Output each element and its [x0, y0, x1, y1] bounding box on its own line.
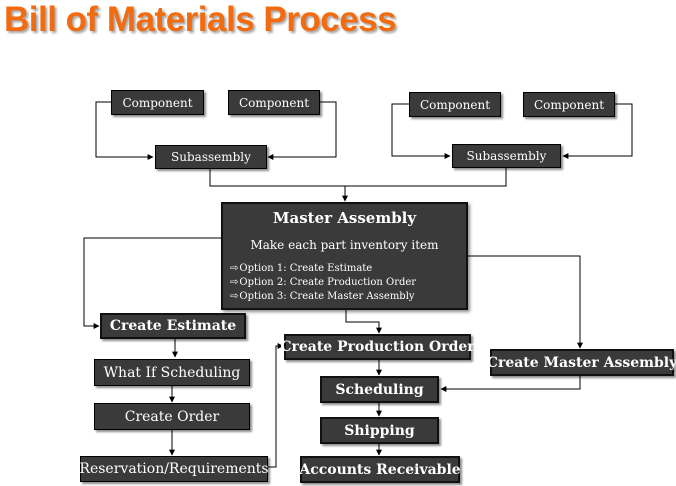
component-box-top-left-2: Component — [228, 90, 320, 115]
connector-reservation-to-production — [268, 343, 284, 468]
master-assembly-subtitle: Make each part inventory item — [250, 238, 439, 252]
connector-left-component-b — [267, 101, 337, 160]
master-assembly-options: ⇨Option 1: Create Estimate ⇨Option 2: Cr… — [230, 262, 416, 304]
master-assembly-box: Master Assembly Make each part inventory… — [221, 202, 468, 310]
option-item: ⇨Option 3: Create Master Assembly — [230, 290, 416, 304]
what-if-scheduling-box: What If Scheduling — [94, 359, 250, 386]
subassembly-box-left: Subassembly — [155, 145, 267, 169]
component-box-top-right-1: Component — [409, 92, 501, 117]
reservation-requirements-box: Reservation/Requirements — [79, 456, 269, 482]
option-item: ⇨Option 2: Create Production Order — [230, 276, 416, 290]
component-box-top-right-2: Component — [523, 92, 615, 117]
option-item: ⇨Option 1: Create Estimate — [230, 262, 416, 276]
right-arrow-icon: ⇨ — [230, 291, 239, 302]
create-production-order-box: Create Production Order — [280, 334, 475, 360]
scheduling-box: Scheduling — [320, 376, 439, 403]
connector-right-component-a — [391, 103, 451, 159]
create-estimate-box: Create Estimate — [100, 313, 246, 339]
connector-sub-to-master — [209, 168, 507, 187]
subassembly-box-right: Subassembly — [452, 144, 561, 168]
option-label: Option 3: Create Master Assembly — [239, 291, 415, 302]
shipping-box: Shipping — [320, 417, 439, 444]
connector-left-component-a — [95, 101, 154, 160]
connector-to-master-assembly — [468, 255, 583, 349]
right-arrow-icon: ⇨ — [230, 277, 239, 288]
create-order-box: Create Order — [94, 403, 250, 430]
connector-right-component-b — [562, 103, 633, 159]
connector-to-production — [345, 310, 382, 334]
connector-master-assembly-to-scheduling — [440, 376, 581, 392]
connector-to-estimate — [83, 237, 221, 329]
right-arrow-icon: ⇨ — [230, 263, 239, 274]
option-label: Option 1: Create Estimate — [239, 263, 373, 274]
create-master-assembly-box: Create Master Assembly — [487, 349, 676, 376]
master-assembly-title: Master Assembly — [272, 209, 417, 227]
page-title: Bill of Materials Process — [4, 0, 397, 39]
accounts-receivable-box: Accounts Receivable — [299, 456, 461, 483]
component-box-top-left-1: Component — [111, 90, 204, 115]
option-label: Option 2: Create Production Order — [239, 277, 417, 288]
